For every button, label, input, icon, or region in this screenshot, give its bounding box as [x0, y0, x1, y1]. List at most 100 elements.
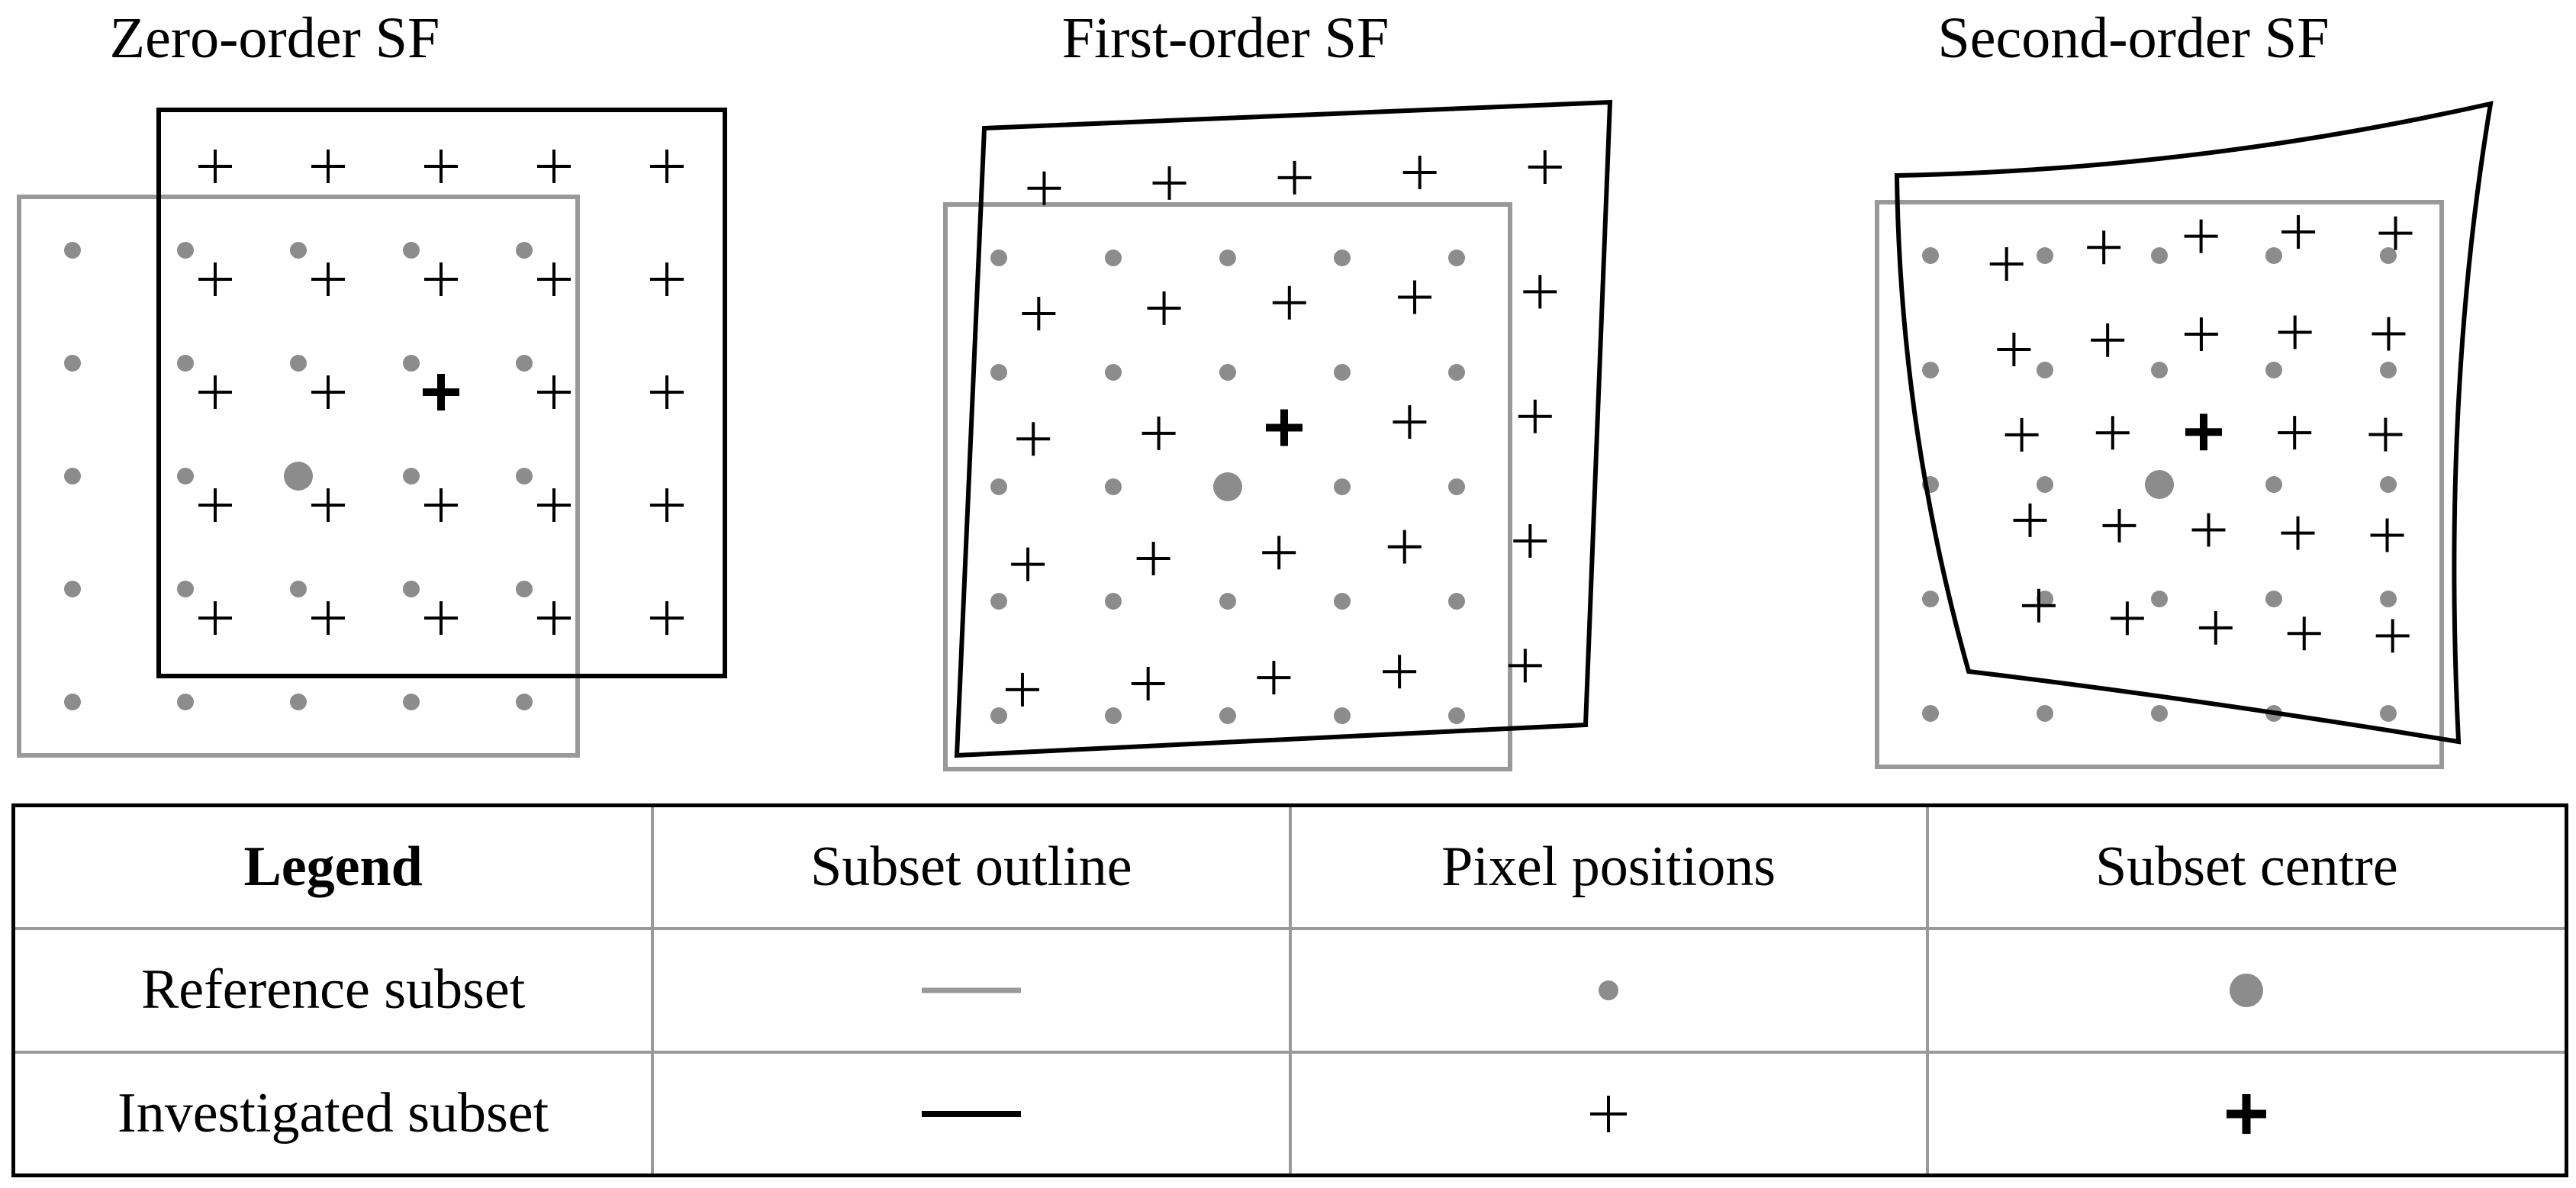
- investigated-subset-centre: [1266, 409, 1302, 446]
- reference-pixel: [990, 707, 1007, 724]
- investigated-pixel: [1272, 285, 1306, 320]
- investigated-pixel: [1523, 275, 1557, 309]
- reference-pixel: [990, 250, 1007, 266]
- reference-pixel: [2151, 247, 2168, 264]
- investigated-pixel: [650, 375, 684, 409]
- investigated-pixel: [2287, 617, 2321, 651]
- reference-pixel: [1448, 364, 1465, 381]
- legend-title: Legend: [15, 807, 655, 930]
- legend-row-investigated: Investigated subset: [15, 1051, 2565, 1174]
- investigated-pixel: [650, 150, 684, 183]
- reference-pixel: [1448, 478, 1465, 495]
- reference-pixel: [290, 242, 307, 259]
- reference-pixel: [2037, 591, 2053, 607]
- investigated-pixel: [2184, 317, 2218, 351]
- investigated-pixel: [1398, 280, 1432, 314]
- reference-pixel: [177, 468, 194, 485]
- shape-function-diagram: [17, 99, 2494, 771]
- investigated-pixel: [311, 488, 345, 522]
- investigated-pixel: [311, 601, 345, 635]
- investigated-pixel: [2087, 230, 2121, 265]
- second-order-title: Second-order SF: [1937, 6, 2330, 70]
- reference-pixel: [1334, 707, 1351, 724]
- investigated-pixel: [537, 262, 571, 296]
- reference-pixel: [2380, 247, 2397, 264]
- reference-pixel-symbol: [1288, 926, 1929, 1054]
- reference-pixel: [1105, 250, 1122, 266]
- reference-pixel: [290, 581, 307, 597]
- first-order-panel: [943, 99, 1613, 771]
- reference-pixel: [177, 694, 194, 710]
- investigated-pixel: [2281, 516, 2315, 550]
- reference-pixel: [1334, 478, 1351, 495]
- investigated-subset-centre: [423, 374, 459, 410]
- reference-pixel: [2037, 247, 2053, 264]
- investigated-pixel: [2013, 503, 2047, 537]
- investigated-pixel: [1027, 171, 1061, 205]
- investigated-subset-centre: [2185, 414, 2222, 451]
- reference-pixel: [1922, 362, 1939, 378]
- investigated-pixel: [424, 150, 458, 183]
- reference-pixel: [990, 364, 1007, 381]
- reference-pixel: [2037, 362, 2053, 378]
- legend-col-pixels: Pixel positions: [1288, 807, 1929, 930]
- investigated-pixel: [198, 488, 232, 522]
- investigated-pixel: [424, 262, 458, 296]
- investigated-pixel: [2281, 215, 2316, 250]
- investigated-pixel: [2198, 610, 2233, 645]
- reference-pixel: [2380, 362, 2397, 378]
- reference-pixel: [403, 468, 420, 485]
- reference-pixel: [516, 581, 533, 597]
- reference-pixel: [64, 694, 81, 710]
- reference-pixel: [1219, 364, 1236, 381]
- investigated-pixel: [198, 262, 232, 296]
- reference-pixel: [2380, 705, 2397, 722]
- reference-pixel: [177, 355, 194, 372]
- investigated-pixel: [1513, 524, 1547, 559]
- investigated-pixel: [2091, 323, 2125, 357]
- investigated-pixel: [198, 150, 232, 183]
- investigated-pixel: [1011, 547, 1045, 581]
- investigated-pixel: [2004, 417, 2039, 452]
- reference-pixel: [2265, 362, 2282, 378]
- reference-pixel: [516, 355, 533, 372]
- reference-subset-centre: [284, 462, 313, 491]
- reference-pixel: [990, 478, 1007, 495]
- reference-pixel: [64, 355, 81, 372]
- reference-pixel: [290, 694, 307, 710]
- investigated-pixel-symbol: [1288, 1051, 1929, 1174]
- investigated-pixel: [2102, 508, 2136, 542]
- investigated-subset-outline: [954, 99, 1613, 758]
- investigated-pixel: [1518, 399, 1552, 433]
- investigated-pixel: [311, 375, 345, 409]
- reference-pixel: [1334, 364, 1351, 381]
- investigated-pixel: [2375, 619, 2410, 653]
- reference-pixel: [177, 242, 194, 259]
- investigated-pixel: [650, 488, 684, 522]
- reference-outline-swatch: [651, 926, 1292, 1054]
- reference-pixel: [403, 581, 420, 597]
- reference-pixel: [1334, 250, 1351, 266]
- investigated-pixel: [1528, 150, 1562, 185]
- investigated-pixel: [2021, 588, 2056, 623]
- reference-pixel: [1334, 593, 1351, 610]
- reference-pixel: [1219, 593, 1236, 610]
- reference-pixel: [516, 242, 533, 259]
- investigated-pixel: [1262, 536, 1296, 570]
- reference-pixel: [1448, 250, 1465, 266]
- legend-row-label: Investigated subset: [15, 1051, 655, 1174]
- reference-pixel: [64, 581, 81, 597]
- investigated-pixel: [1152, 166, 1187, 200]
- reference-pixel: [64, 242, 81, 259]
- investigated-pixel: [1402, 155, 1437, 189]
- investigated-subset-outline: [156, 108, 727, 678]
- first-order-title: First-order SF: [1061, 6, 1389, 70]
- investigated-pixel: [537, 375, 571, 409]
- investigated-pixel: [2278, 416, 2312, 450]
- legend-header-row: Legend Subset outline Pixel positions Su…: [15, 807, 2565, 930]
- investigated-pixel: [198, 375, 232, 409]
- investigated-pixel: [1383, 655, 1417, 689]
- reference-pixel: [516, 468, 533, 485]
- investigated-pixel: [198, 601, 232, 635]
- zero-order-title: Zero-order SF: [109, 6, 440, 70]
